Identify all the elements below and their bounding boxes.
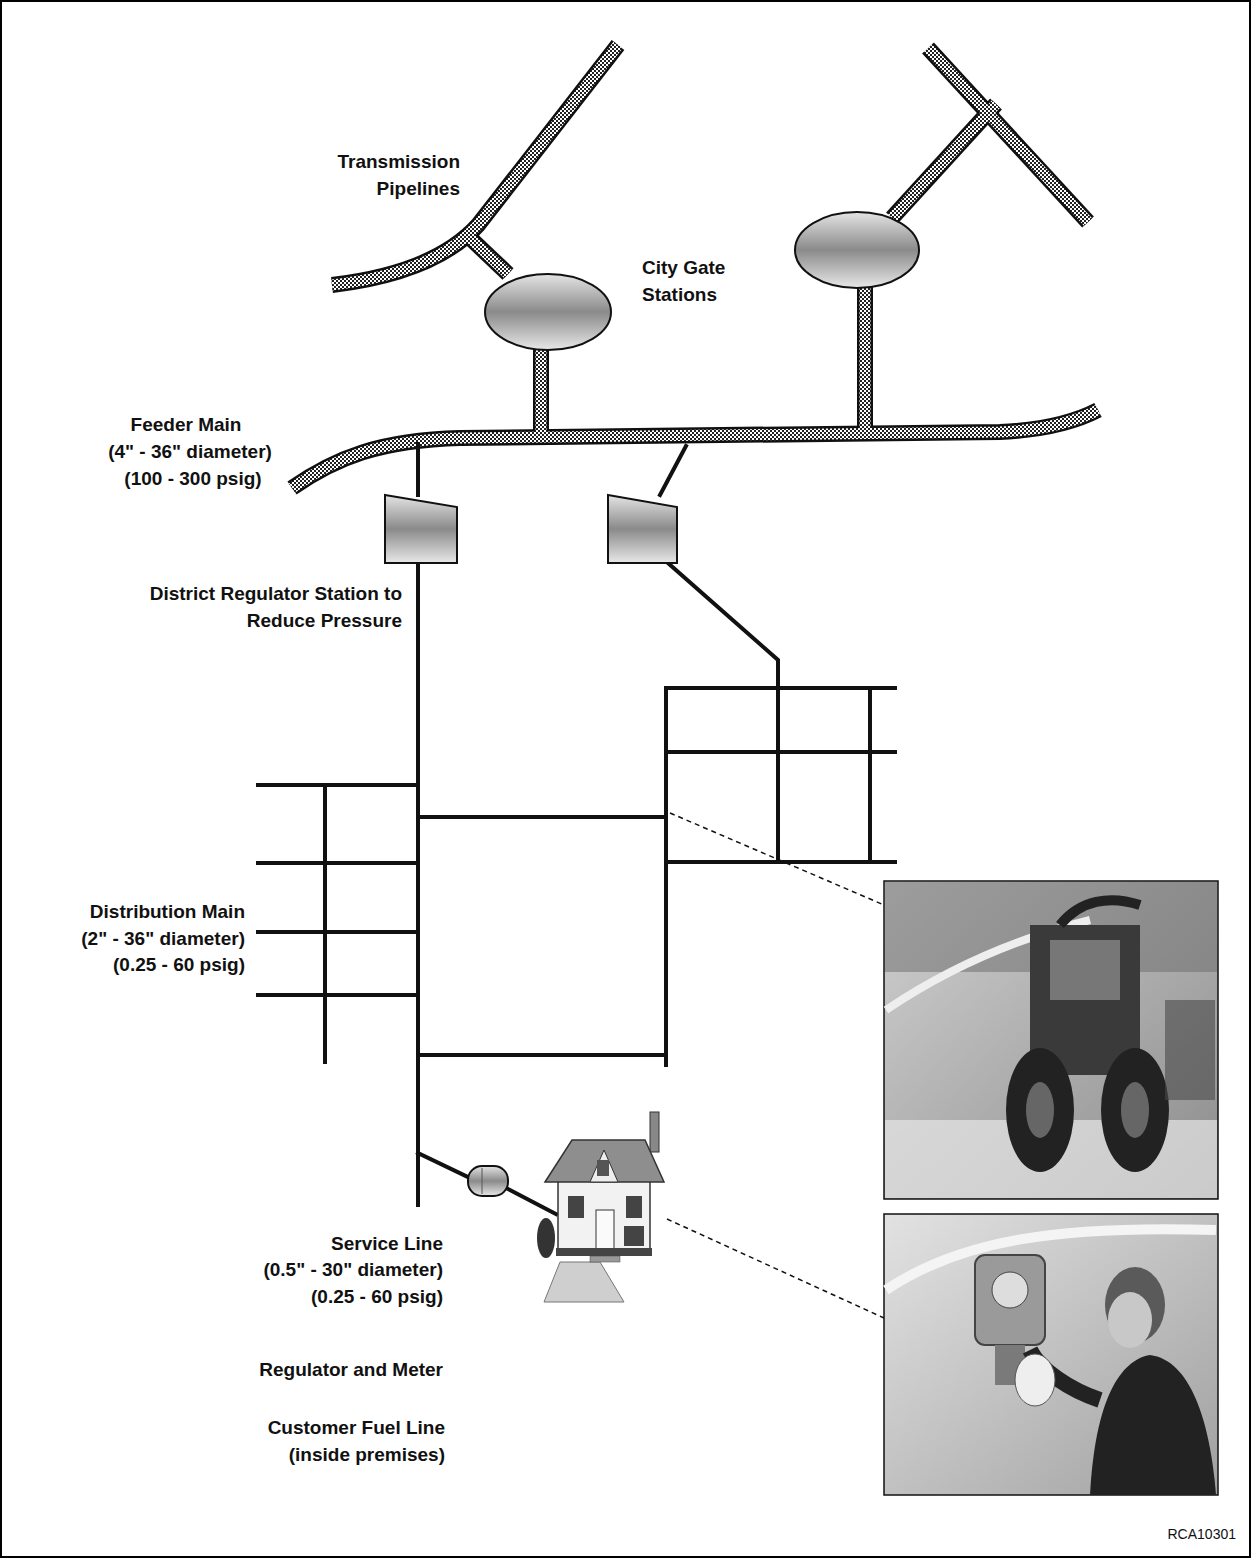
text-label: Distribution Main (5, 898, 245, 925)
distribution-mains (258, 444, 895, 1214)
text-label: Regulator and Meter (143, 1356, 443, 1383)
text-label: (0.25 - 60 psig) (183, 1283, 443, 1310)
text-label: (2" - 36" diameter) (5, 925, 245, 952)
text-label: (0.5" - 30" diameter) (183, 1256, 443, 1283)
regulator-station (385, 495, 457, 563)
figure-code: RCA10301 (1116, 1525, 1236, 1543)
photo-meter-worker (884, 1214, 1218, 1495)
meter-symbol (468, 1166, 508, 1196)
text-label: Customer Fuel Line (inside premises) (210, 1414, 445, 1468)
text-label: (100 - 300 psig) (63, 465, 323, 492)
hatched-pipes (292, 45, 1098, 488)
text-label: (4" - 36" diameter) (60, 438, 320, 465)
leader-line (667, 813, 884, 1318)
city-gate-station (485, 274, 611, 350)
text-label: District Regulator Station to Reduce Pre… (92, 580, 402, 634)
text-label: Service Line (183, 1230, 443, 1257)
regulator-station (608, 495, 677, 563)
text-label: Transmission Pipelines (285, 148, 460, 202)
text-label: Feeder Main (56, 411, 316, 438)
city-gate-station (795, 212, 919, 288)
text-label: (0.25 - 60 psig) (5, 951, 245, 978)
photo-boring-machine (884, 881, 1218, 1199)
text-label: City Gate Stations (642, 254, 782, 308)
house-illustration (537, 1112, 664, 1302)
